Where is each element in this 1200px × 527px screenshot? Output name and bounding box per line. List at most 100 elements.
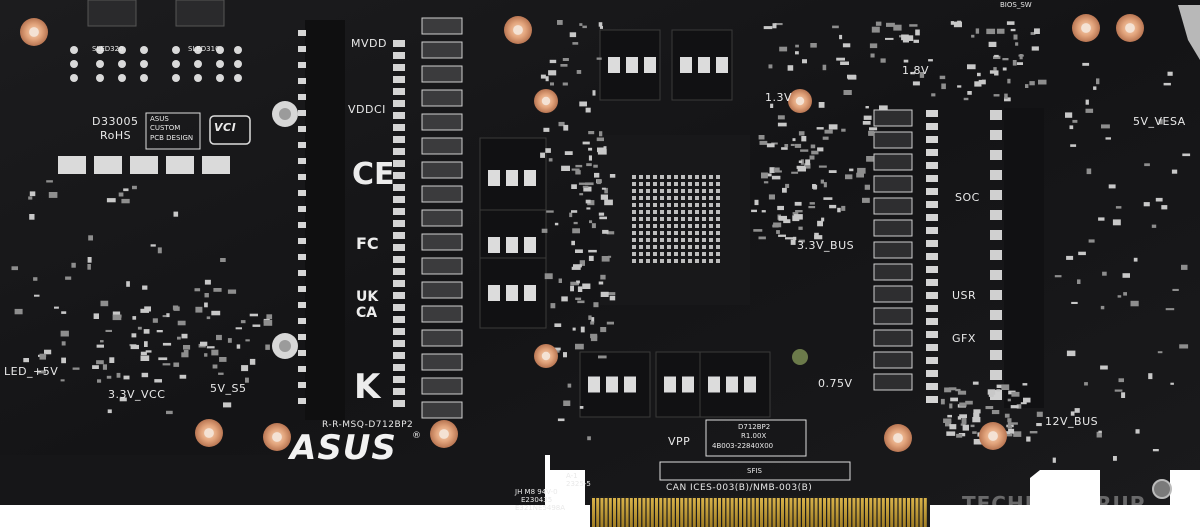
- smd-part: [758, 135, 765, 140]
- smd-part: [589, 220, 593, 224]
- bga-pad: [653, 182, 657, 186]
- smd-part: [92, 365, 99, 369]
- memory-pad: [682, 376, 694, 393]
- smd-part: [598, 212, 605, 216]
- strip-cap: [298, 158, 306, 164]
- smd-part: [1086, 168, 1092, 175]
- gold-finger: [865, 498, 868, 527]
- gold-finger: [785, 498, 789, 527]
- gold-finger: [823, 498, 826, 527]
- ukca-uk: UK: [356, 289, 379, 305]
- bga-pad: [667, 175, 671, 179]
- smd-part: [909, 24, 918, 27]
- smd-part: [126, 281, 130, 287]
- smd-part: [263, 319, 273, 326]
- smd-part: [822, 64, 827, 71]
- smd-part: [950, 21, 954, 25]
- vrm-inductor: [873, 197, 913, 215]
- custom-box: [145, 112, 201, 150]
- vrm-inductor: [421, 401, 463, 419]
- memory-pad: [744, 376, 756, 393]
- smd-part: [828, 124, 838, 130]
- bga-pad: [667, 224, 671, 228]
- gold-finger: [751, 498, 755, 527]
- vrm-pad: [990, 110, 1002, 120]
- smd-part: [777, 122, 787, 127]
- smd-part: [792, 236, 797, 241]
- bga-pad: [639, 231, 643, 235]
- vrm-cap: [926, 240, 938, 247]
- vrm-cap: [926, 136, 938, 143]
- smd-part: [141, 372, 149, 378]
- bga-pad: [646, 224, 650, 228]
- smd-part: [1054, 275, 1062, 278]
- gold-finger: [789, 498, 793, 527]
- bga-pad: [702, 210, 706, 214]
- bga-pad: [646, 245, 650, 249]
- strip-cap: [298, 238, 306, 244]
- smd-part: [751, 209, 757, 213]
- smd-part: [575, 297, 582, 300]
- vrm-cap: [926, 188, 938, 195]
- smd-part: [569, 32, 577, 38]
- smd-part: [548, 70, 557, 76]
- smd-part: [862, 197, 870, 203]
- bga-pad: [702, 203, 706, 207]
- bga-pad: [709, 182, 713, 186]
- smd-part: [265, 344, 270, 350]
- smd-part: [211, 349, 219, 356]
- smd-part: [772, 23, 777, 29]
- gold-finger: [869, 498, 873, 527]
- smd-part: [591, 223, 596, 229]
- smd-part: [810, 43, 817, 48]
- vrm-components: [298, 17, 1044, 420]
- smd-part: [106, 198, 116, 203]
- smd-part: [1018, 54, 1024, 57]
- bga-pads: [632, 175, 720, 263]
- smd-part: [801, 136, 807, 142]
- vrm-inductor: [421, 185, 463, 203]
- smd-part: [571, 266, 581, 270]
- header-pin: [172, 46, 180, 54]
- gold-finger: [684, 498, 688, 527]
- smd-part: [553, 347, 561, 351]
- smd-part: [181, 352, 189, 358]
- smd-part: [544, 273, 553, 280]
- smd-part: [812, 184, 818, 189]
- smd-part: [991, 410, 1000, 415]
- smd-part: [561, 165, 570, 171]
- vrm-cap: [393, 292, 405, 299]
- copper-pad-center: [893, 433, 903, 443]
- smd-part: [931, 93, 936, 97]
- memory-pad: [506, 237, 518, 253]
- smd-part: [1088, 239, 1095, 243]
- smd-part: [579, 193, 584, 196]
- bga-pad: [702, 238, 706, 242]
- pcb-id-line-2: R1.00X: [741, 432, 767, 440]
- bga-pad: [667, 210, 671, 214]
- bga-pad: [632, 203, 636, 207]
- memory-pad: [664, 376, 676, 393]
- smd-part: [974, 81, 982, 87]
- smd-part: [65, 276, 72, 280]
- vrm-inductor: [421, 257, 463, 275]
- smd-part: [218, 372, 224, 375]
- bga-pad: [681, 182, 685, 186]
- smd-part: [601, 187, 606, 190]
- smd-part: [795, 210, 803, 213]
- vrm-cap: [393, 88, 405, 95]
- bga-pad: [667, 196, 671, 200]
- smd-part: [599, 26, 603, 29]
- bga-pad: [688, 259, 692, 263]
- smd-part: [1098, 217, 1105, 221]
- bga-pad: [674, 252, 678, 256]
- bga-pad: [716, 210, 720, 214]
- smd-part: [29, 214, 35, 220]
- header-pin: [140, 60, 148, 68]
- smd-part: [206, 346, 215, 349]
- smd-part: [782, 187, 787, 193]
- smd-part: [557, 20, 563, 25]
- vrm-cap: [926, 149, 938, 156]
- soc-label: SOC: [955, 191, 980, 204]
- gold-finger: [680, 498, 684, 527]
